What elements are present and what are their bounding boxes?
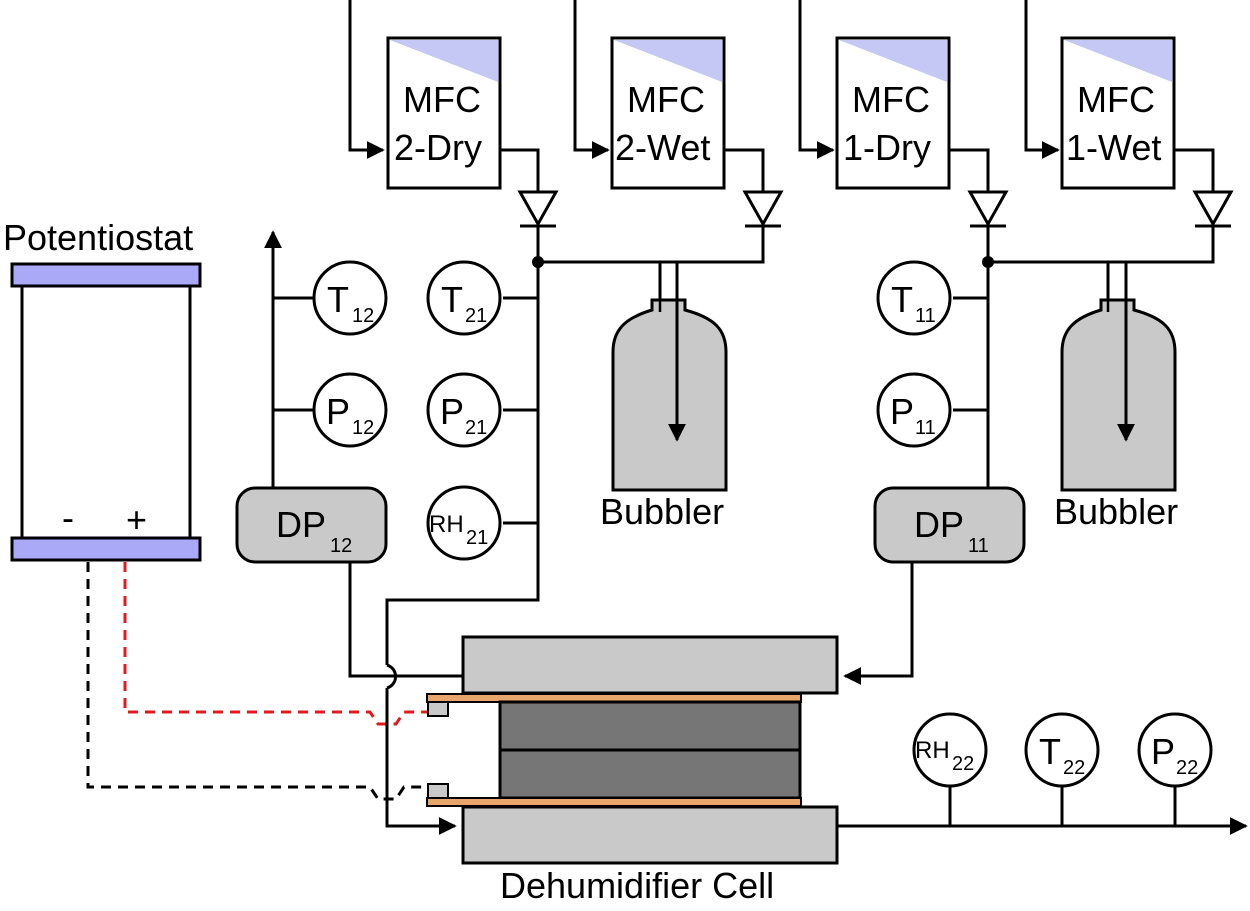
gauge-t12: T 12 bbox=[312, 260, 388, 336]
gauge-p21: P 21 bbox=[426, 372, 502, 448]
dp12-sub: 12 bbox=[330, 535, 352, 557]
potentiostat-title: Potentiostat bbox=[3, 217, 193, 258]
dehumidifier-cell: Dehumidifier Cell bbox=[426, 635, 839, 906]
bottom-terminal bbox=[427, 783, 449, 799]
gauge-rh21: RH 21 bbox=[426, 485, 502, 561]
mfc-corner-shade bbox=[614, 40, 722, 82]
mfc-1-wet: MFC 1-Wet bbox=[1060, 36, 1176, 190]
gauge-t21-sub: 21 bbox=[465, 305, 487, 327]
bubbler-stream-2: Bubbler bbox=[600, 262, 728, 532]
positive-lead bbox=[123, 562, 428, 726]
mfc-1-dry: MFC 1-Dry bbox=[835, 36, 951, 190]
gauge-p22: P 22 bbox=[1137, 712, 1213, 788]
mfc-corner-shade bbox=[390, 40, 498, 82]
gauge-p11-main: P bbox=[890, 391, 914, 432]
dp11-main: DP bbox=[914, 504, 964, 545]
mfc-outlets bbox=[500, 148, 1215, 192]
mfc-2-wet-line1: MFC bbox=[627, 79, 705, 120]
gauge-rh22-main: RH bbox=[915, 737, 950, 764]
outlet-line bbox=[837, 786, 1248, 835]
gauge-rh21-sub: 21 bbox=[466, 527, 488, 549]
gauge-p12-main: P bbox=[326, 391, 350, 432]
gauge-p21-sub: 21 bbox=[465, 417, 487, 439]
potentiostat-top-bar bbox=[10, 262, 202, 288]
gauge-t11-sub: 11 bbox=[915, 305, 936, 327]
gauge-p12: P 12 bbox=[312, 372, 388, 448]
potentiostat-plus: + bbox=[126, 499, 147, 540]
negative-lead bbox=[86, 562, 428, 801]
dp11-sub: 11 bbox=[968, 535, 989, 557]
gauge-t21-main: T bbox=[441, 279, 463, 320]
gauge-rh22-sub: 22 bbox=[952, 753, 974, 775]
bubbler-label-2: Bubbler bbox=[600, 491, 724, 532]
gauge-p22-main: P bbox=[1151, 731, 1175, 772]
gauge-t11: T 11 bbox=[876, 260, 952, 336]
gauge-t12-main: T bbox=[327, 279, 349, 320]
top-terminal bbox=[427, 701, 449, 717]
gauge-p22-sub: 22 bbox=[1176, 757, 1198, 779]
mfc-1-wet-line2: 1-Wet bbox=[1066, 127, 1161, 168]
check-valve-1-dry bbox=[967, 190, 1009, 228]
dp12-main: DP bbox=[276, 504, 326, 545]
mfc-corner-shade bbox=[1064, 40, 1172, 82]
check-valve-1-wet bbox=[1192, 190, 1234, 228]
gauge-rh21-main: RH bbox=[429, 511, 464, 538]
mfc-inlets bbox=[348, 0, 1060, 159]
exhaust-line bbox=[264, 230, 463, 678]
mfc-2-wet-line2: 2-Wet bbox=[615, 127, 710, 168]
gauge-t22: T 22 bbox=[1024, 712, 1100, 788]
dewpoint-dp11: DP 11 bbox=[873, 486, 1026, 564]
gauge-t22-sub: 22 bbox=[1063, 757, 1085, 779]
potentiostat: Potentiostat - + bbox=[3, 217, 202, 562]
gauge-p11-sub: 11 bbox=[915, 417, 936, 439]
cell-bottom-plate bbox=[461, 805, 839, 865]
gauge-t11-main: T bbox=[891, 279, 913, 320]
gauge-p11: P 11 bbox=[876, 372, 952, 448]
cell-label: Dehumidifier Cell bbox=[500, 865, 774, 906]
mfc-2-dry-line2: 2-Dry bbox=[394, 127, 482, 168]
gauge-p12-sub: 12 bbox=[352, 417, 374, 439]
potentiostat-body bbox=[20, 282, 192, 542]
bubbler-stream-1: Bubbler bbox=[1054, 262, 1178, 532]
bottom-gasket bbox=[426, 797, 802, 807]
cell-top-plate bbox=[461, 635, 839, 695]
check-valve-2-dry bbox=[517, 190, 559, 228]
bubbler-label-1: Bubbler bbox=[1054, 491, 1178, 532]
cell-membrane-top bbox=[498, 700, 802, 752]
mfc-corner-shade bbox=[839, 40, 947, 82]
gauge-t21: T 21 bbox=[426, 260, 502, 336]
potentiostat-bottom-bar bbox=[10, 536, 202, 562]
gauge-t12-sub: 12 bbox=[352, 305, 374, 327]
dewpoint-dp12: DP 12 bbox=[235, 486, 388, 564]
gauge-p21-main: P bbox=[440, 391, 464, 432]
mfc-2-dry-line1: MFC bbox=[403, 79, 481, 120]
gauge-t22-main: T bbox=[1039, 731, 1061, 772]
check-valve-2-wet bbox=[742, 190, 784, 228]
cell-membrane-bottom bbox=[498, 748, 802, 800]
potentiostat-minus: - bbox=[62, 497, 74, 538]
mfc-2-wet: MFC 2-Wet bbox=[610, 36, 726, 190]
mfc-1-wet-line1: MFC bbox=[1077, 79, 1155, 120]
mfc-2-dry: MFC 2-Dry bbox=[386, 36, 502, 190]
gauge-rh22: RH 22 bbox=[912, 712, 988, 788]
mfc-1-dry-line1: MFC bbox=[852, 79, 930, 120]
mfc-1-dry-line2: 1-Dry bbox=[843, 127, 931, 168]
